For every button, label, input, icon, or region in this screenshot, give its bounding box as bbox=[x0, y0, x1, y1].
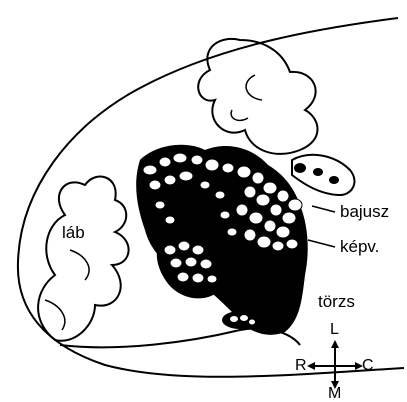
compass-arrow-up bbox=[331, 340, 339, 348]
label-lab: láb bbox=[62, 224, 85, 241]
label-bajusz: bajusz bbox=[340, 203, 389, 220]
left-gyrus-inner bbox=[45, 250, 89, 330]
right-outgrowth bbox=[292, 155, 354, 195]
upper-lobule-fold bbox=[231, 75, 262, 120]
compass-cross bbox=[312, 345, 358, 384]
kepv-pointer bbox=[308, 240, 335, 247]
compass-lateral: L bbox=[330, 322, 339, 338]
compass-medial: M bbox=[328, 386, 341, 402]
compass-arrow-left bbox=[307, 362, 315, 370]
compass-caudal: C bbox=[362, 358, 374, 374]
bajusz-pointer bbox=[312, 206, 335, 212]
bottom-nodule bbox=[222, 311, 258, 329]
label-kepv: képv. bbox=[340, 238, 379, 255]
compass-rostral: R bbox=[295, 358, 307, 374]
label-torzs: törzs bbox=[318, 293, 355, 310]
